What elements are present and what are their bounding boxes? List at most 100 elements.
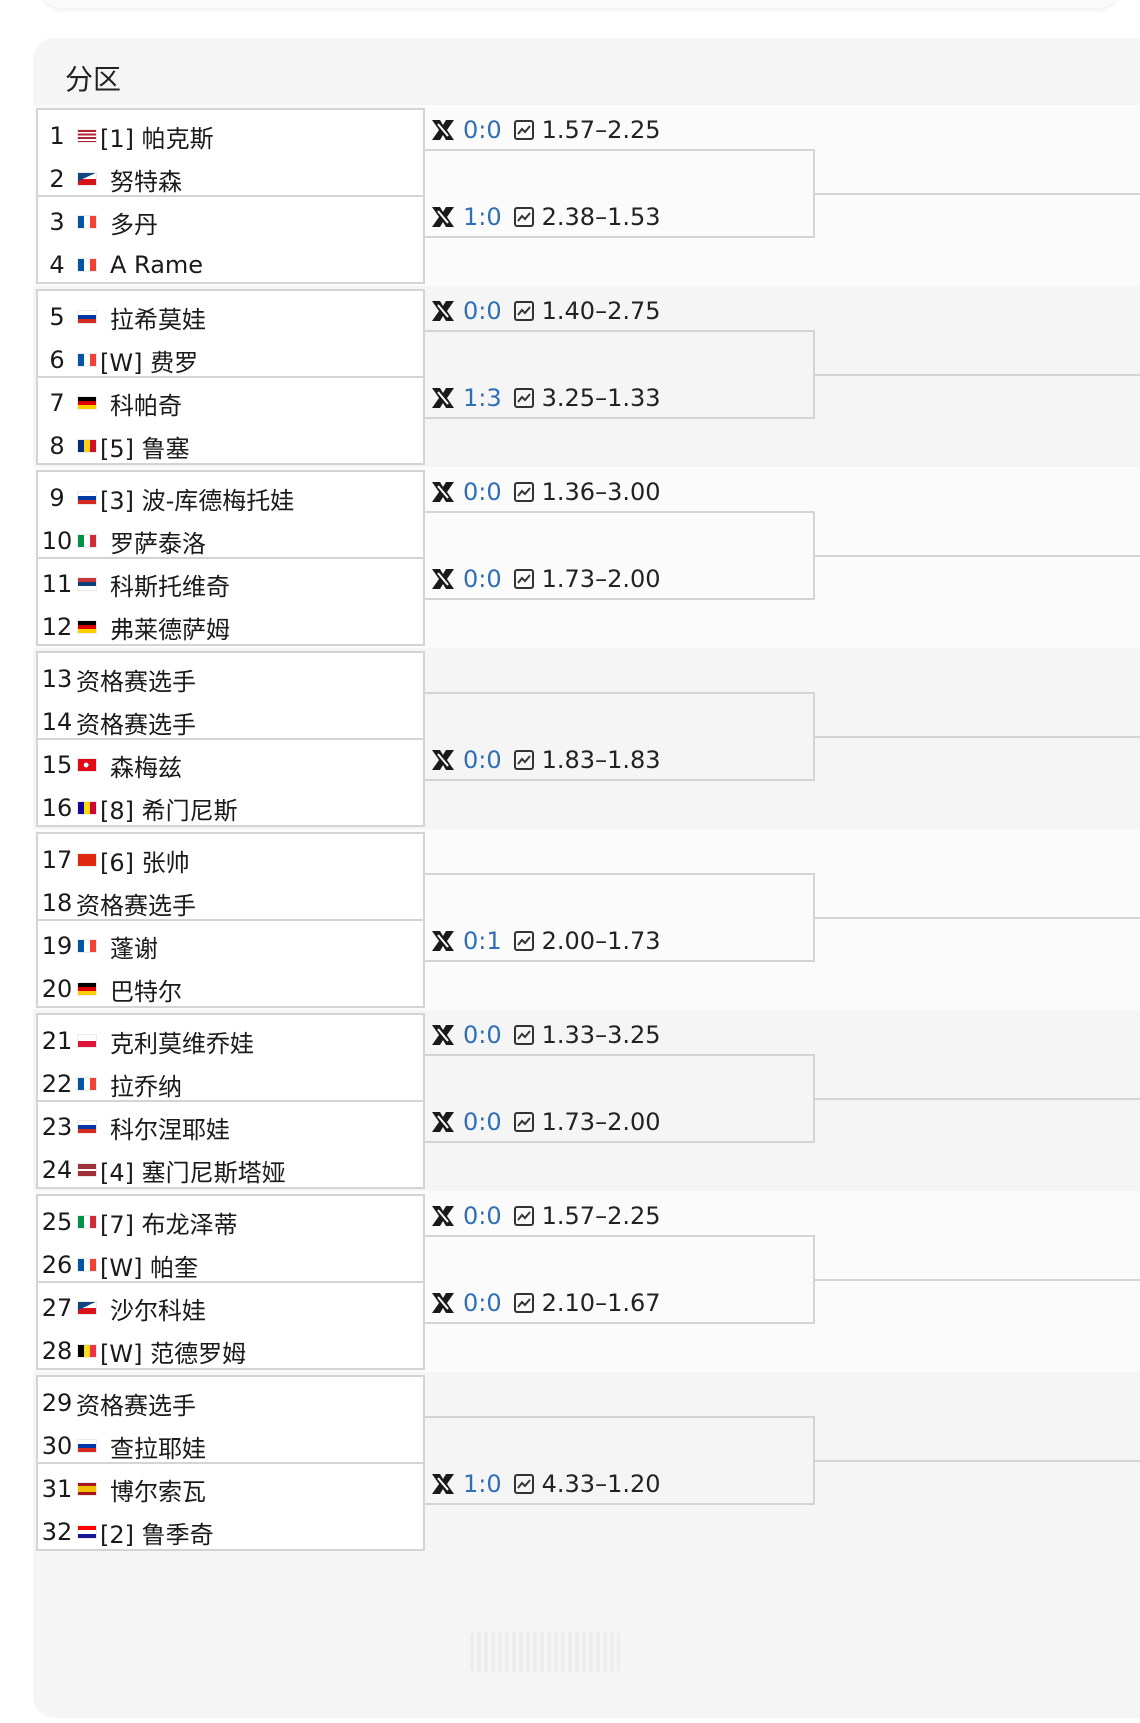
match-score[interactable]: 0:0	[463, 746, 502, 774]
seed-number: 20	[41, 975, 73, 1003]
odds-chart-icon[interactable]	[513, 1206, 534, 1226]
match-icon[interactable]	[429, 203, 457, 231]
odds-chart-icon[interactable]	[513, 482, 534, 502]
match-icon[interactable]	[429, 384, 457, 412]
player-row[interactable]: 16[8] 希门尼斯	[40, 785, 420, 831]
player-row[interactable]: 1[1] 帕克斯	[40, 113, 420, 159]
match-icon[interactable]	[429, 1021, 457, 1049]
seed-number: 24	[41, 1156, 73, 1184]
match-score[interactable]: 0:0	[463, 116, 502, 144]
match-score[interactable]: 0:0	[463, 1289, 502, 1317]
match-odds: 2.38–1.53	[541, 203, 661, 231]
odds-chart-icon[interactable]	[513, 750, 534, 770]
player-name: 资格赛选手	[76, 891, 196, 920]
match-icon[interactable]	[429, 927, 457, 955]
match-icon[interactable]	[429, 1202, 457, 1230]
odds-chart-icon[interactable]	[513, 569, 534, 589]
player-row[interactable]: 9[3] 波-库德梅托娃	[40, 475, 420, 521]
match-score[interactable]: 1:0	[463, 1470, 502, 1498]
odds-chart-icon[interactable]	[513, 1112, 534, 1132]
match-icon[interactable]	[429, 478, 457, 506]
player-row[interactable]: 24[4] 塞门尼斯塔娅	[40, 1147, 420, 1193]
player-row[interactable]: 17[6] 张帅	[40, 837, 420, 883]
player-row[interactable]: 8[5] 鲁塞	[40, 423, 420, 469]
match-score[interactable]: 0:1	[463, 927, 502, 955]
match-score[interactable]: 0:0	[463, 1108, 502, 1136]
player-row[interactable]: 28[W] 范德罗姆	[40, 1328, 420, 1374]
player-row[interactable]: 6[W] 费罗	[40, 337, 420, 383]
ru-flag-icon	[78, 492, 96, 504]
odds-chart-icon[interactable]	[513, 388, 534, 408]
match-icon[interactable]	[429, 746, 457, 774]
match-score[interactable]: 0:0	[463, 1021, 502, 1049]
player-row[interactable]: 32[2] 鲁季奇	[40, 1509, 420, 1555]
match-score[interactable]: 0:0	[463, 297, 502, 325]
bracket-connector	[423, 149, 815, 238]
match-icon[interactable]	[429, 565, 457, 593]
odds-chart-icon[interactable]	[513, 1025, 534, 1045]
odds-chart-icon[interactable]	[513, 1474, 534, 1494]
player-row[interactable]: 26[W] 帕奎	[40, 1242, 420, 1288]
seed-number: 23	[41, 1113, 73, 1141]
match-icon[interactable]	[429, 116, 457, 144]
match-score[interactable]: 0:0	[463, 478, 502, 506]
match-row[interactable]: 1:0 2.38–1.53	[425, 196, 815, 237]
seed-number: 30	[41, 1432, 73, 1460]
match-icon[interactable]	[429, 1289, 457, 1317]
match-score[interactable]: 1:3	[463, 384, 502, 412]
it-flag-icon	[78, 1216, 96, 1228]
pl-flag-icon	[78, 1035, 96, 1047]
match-icon[interactable]	[429, 1470, 457, 1498]
match-icon[interactable]	[429, 1108, 457, 1136]
match-score[interactable]: 1:0	[463, 203, 502, 231]
odds-chart-icon[interactable]	[513, 301, 534, 321]
match-score[interactable]: 0:0	[463, 1202, 502, 1230]
odds-chart-icon[interactable]	[513, 931, 534, 951]
odds-chart-icon[interactable]	[513, 207, 534, 227]
match-icon[interactable]	[429, 297, 457, 325]
seed-number: 7	[49, 389, 65, 417]
odds-chart-icon[interactable]	[513, 1293, 534, 1313]
odds-chart-icon[interactable]	[513, 120, 534, 140]
player-row[interactable]: 25[7] 布龙泽蒂	[40, 1199, 420, 1245]
match-score[interactable]: 0:0	[463, 565, 502, 593]
